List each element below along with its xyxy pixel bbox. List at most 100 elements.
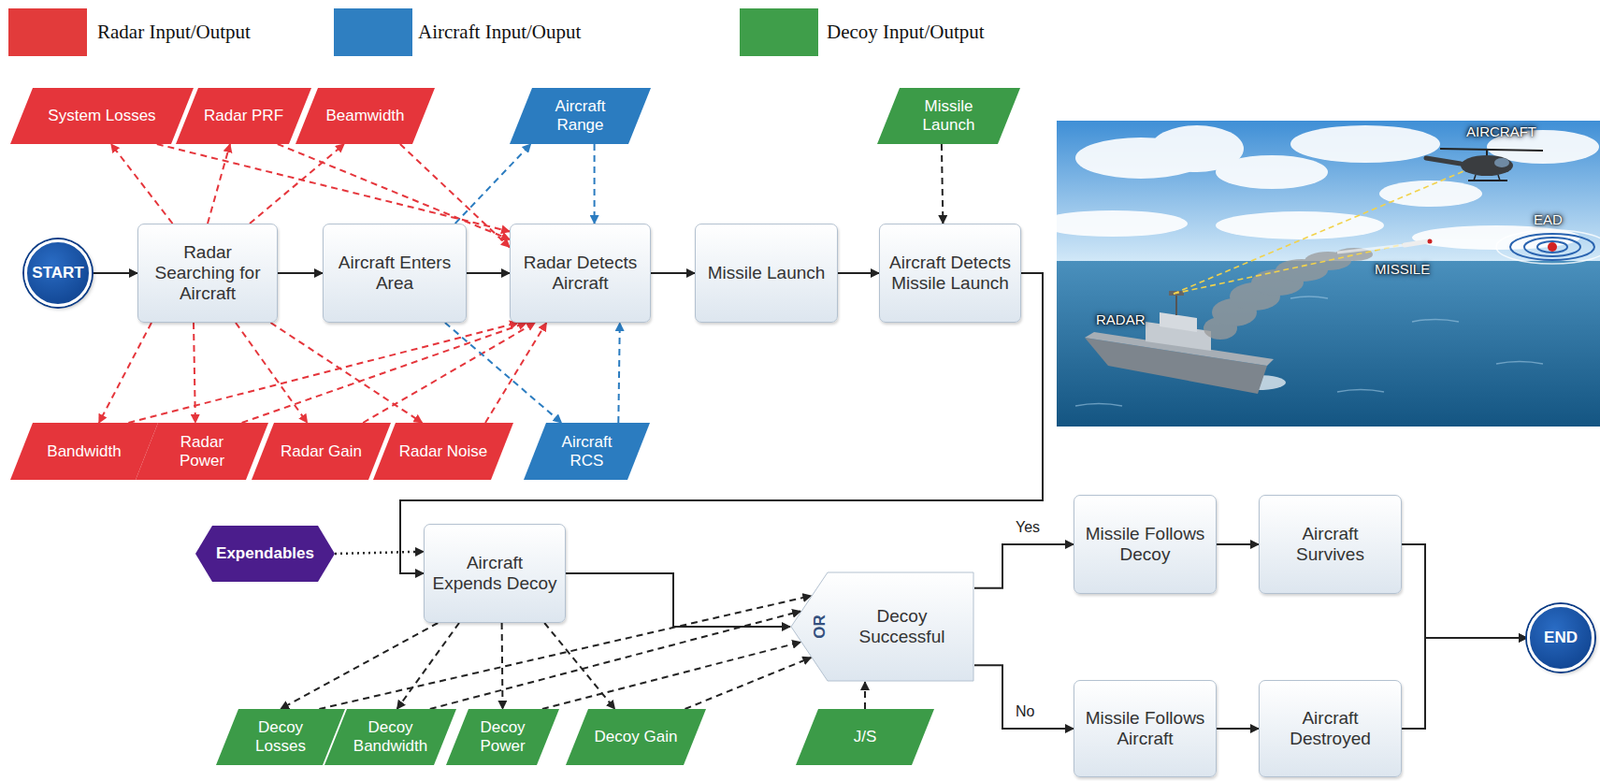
node-text: Decoy Bandwidth	[348, 718, 433, 755]
node-content: END	[1529, 606, 1592, 669]
connector-arrow	[242, 322, 527, 423]
connector-arrow	[193, 322, 196, 423]
parameter-box: Aircraft RCS	[523, 422, 650, 480]
connector-arrow	[91, 272, 138, 274]
node-text: Missile Follows Aircraft	[1081, 707, 1210, 750]
node-text: Aircraft Enters Area	[330, 252, 460, 294]
node-content: Expendables	[195, 525, 335, 582]
node-text: Aircraft Survives	[1266, 523, 1395, 565]
node-content: Bandwidth	[10, 422, 159, 480]
shape-fill	[10, 87, 194, 145]
connector-arrow	[685, 657, 812, 709]
illustration-label: RADAR	[1095, 311, 1146, 329]
resource-hexagon: Expendables	[195, 525, 335, 582]
node-text: Aircraft Range	[533, 97, 627, 134]
process-box: Missile Follows Decoy	[1073, 494, 1217, 594]
connector-arrow	[207, 144, 231, 224]
node-text: Radar Searching for Aircraft	[144, 242, 271, 304]
parameter-box: Radar Noise	[373, 422, 514, 480]
connector-arrow	[1216, 727, 1259, 730]
connector-arrow	[650, 272, 695, 274]
node-text: Aircraft Detects Missile Launch	[886, 252, 1014, 294]
node-text: Decoy Successful	[836, 605, 967, 648]
shape-fill	[175, 87, 312, 145]
node-text: System Losses	[47, 106, 156, 126]
parameter-box: Aircraft Range	[509, 87, 651, 145]
shape-fill	[324, 708, 457, 765]
node-content: ORDecoy Successful	[790, 571, 975, 682]
connector-arrow	[334, 551, 424, 554]
node-text: Aircraft RCS	[547, 432, 626, 470]
node-content: Decoy Bandwidth	[324, 708, 457, 765]
gate-label: OR	[809, 614, 831, 639]
shape-fill	[446, 708, 560, 765]
branch-label: No	[1013, 702, 1037, 721]
node-text: END	[1543, 628, 1578, 648]
connector-arrow	[271, 322, 423, 423]
legend-swatch	[8, 8, 87, 57]
connector-arrow	[941, 144, 944, 224]
node-text: Radar Power	[159, 432, 245, 470]
illustration-label: AIRCRAFT	[1466, 123, 1537, 141]
parameter-box: Decoy Losses	[216, 708, 346, 765]
node-text: Radar PRF	[203, 106, 284, 126]
branch-label: Yes	[1013, 518, 1042, 537]
process-box: Aircraft Destroyed	[1258, 679, 1402, 778]
process-box: Aircraft Survives	[1258, 494, 1402, 594]
node-text: Missile Launch	[707, 262, 826, 284]
shape-fill	[373, 422, 514, 480]
parameter-box: Decoy Gain	[565, 708, 707, 765]
node-content: Radar Noise	[373, 422, 514, 480]
legend-text: Radar Input/Output	[97, 8, 251, 57]
node-text: Aircraft Destroyed	[1266, 707, 1395, 750]
illustration-label: EAD	[1533, 211, 1563, 229]
parameter-box: Radar Power	[135, 422, 269, 480]
process-box: Aircraft Expends Decoy	[423, 523, 566, 623]
process-box: Missile Follows Aircraft	[1073, 679, 1217, 778]
node-text: START	[31, 263, 84, 283]
connector-arrow	[1216, 543, 1259, 546]
parameter-box: J/S	[795, 708, 935, 765]
connector-arrow	[249, 144, 345, 224]
node-content: Aircraft Expends Decoy	[424, 524, 565, 622]
connector-arrow	[864, 681, 866, 709]
node-text: J/S	[853, 727, 878, 747]
node-text: Decoy Losses	[240, 718, 321, 755]
process-box: Radar Searching for Aircraft	[137, 223, 278, 323]
parameter-box: Decoy Bandwidth	[324, 708, 457, 765]
node-content: Missile Follows Aircraft	[1074, 680, 1216, 777]
illustration-label: MISSILE	[1374, 260, 1430, 278]
process-box: Aircraft Enters Area	[322, 223, 467, 323]
node-text: Radar Noise	[399, 442, 489, 462]
shape-fill	[10, 422, 159, 480]
process-box: Missile Launch	[694, 223, 838, 323]
shape-fill	[251, 422, 391, 480]
shape-fill	[565, 708, 707, 765]
legend-swatch	[739, 8, 819, 57]
node-content: Decoy Losses	[216, 708, 346, 765]
node-content: Radar Searching for Aircraft	[138, 224, 277, 322]
connector-arrow	[542, 642, 801, 710]
connector-arrow	[1401, 637, 1528, 729]
node-text: Radar Detects Aircraft	[517, 252, 644, 294]
node-content: Radar PRF	[175, 87, 312, 145]
legend-text: Decoy Input/Output	[826, 8, 985, 57]
node-content: Beamwidth	[295, 87, 435, 145]
shape-fill	[135, 422, 269, 480]
shape-fill	[216, 708, 346, 765]
node-content: Aircraft RCS	[523, 422, 650, 480]
connector-arrow	[277, 272, 323, 274]
node-text: Expendables	[216, 544, 315, 563]
parameter-box: Radar PRF	[175, 87, 312, 145]
node-content: Aircraft Destroyed	[1259, 680, 1401, 777]
connector-arrow	[445, 322, 563, 423]
connector-arrow	[455, 144, 532, 224]
node-content: Decoy Power	[446, 708, 560, 765]
connector-arrow	[501, 622, 505, 709]
node-text: Missile Launch	[901, 97, 996, 134]
connector-arrow	[99, 322, 152, 423]
connector-arrow	[397, 622, 460, 709]
node-text: Radar Gain	[280, 442, 362, 462]
connector-arrow	[1401, 544, 1528, 638]
node-content: Missile Follows Decoy	[1074, 495, 1216, 593]
